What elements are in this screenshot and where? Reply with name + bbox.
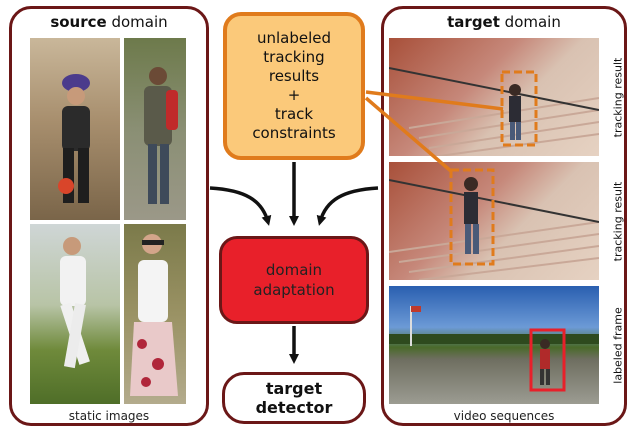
source-title-rest: domain [106,13,168,31]
walker-figure [144,67,178,204]
arrow-target-to-adaptation [316,186,379,226]
source-photo-woman [124,224,186,404]
arrow-source-to-adaptation [209,186,272,226]
target-domain-title: target domain [381,13,627,31]
domain-adaptation-box: domain adaptation [219,236,369,324]
tracking-box-2 [449,168,495,266]
source-photo-walker [124,38,186,220]
woman-figure [130,234,178,396]
hiker-figure [58,74,90,203]
source-title-bold: source [50,13,107,31]
target-frame-labeled [389,286,599,404]
source-photo-runner [30,224,120,404]
target-title-bold: target [447,13,500,31]
stairs-scene-2 [389,168,599,280]
target-caption: video sequences [453,409,555,423]
stairs-scene-1 [389,67,599,156]
target-frame-tracking-1 [389,38,599,156]
unlabeled-tracking-box: unlabeled tracking results + track const… [223,12,365,160]
labeled-box [529,328,566,392]
runner-figure [60,237,90,369]
park-scene [389,306,599,392]
source-photo-hiker [30,38,120,220]
target-frame-tracking-2 [389,162,599,280]
orange-link-2 [364,96,454,174]
source-caption: static images [68,409,150,423]
tracking-box-1 [500,70,538,147]
target-detector-box: target detector [222,372,366,424]
target-domain-panel [381,6,627,426]
target-title-rest: domain [499,13,561,31]
source-domain-panel [9,6,209,426]
orange-link-1 [365,90,504,111]
source-domain-title: source domain [9,13,209,31]
